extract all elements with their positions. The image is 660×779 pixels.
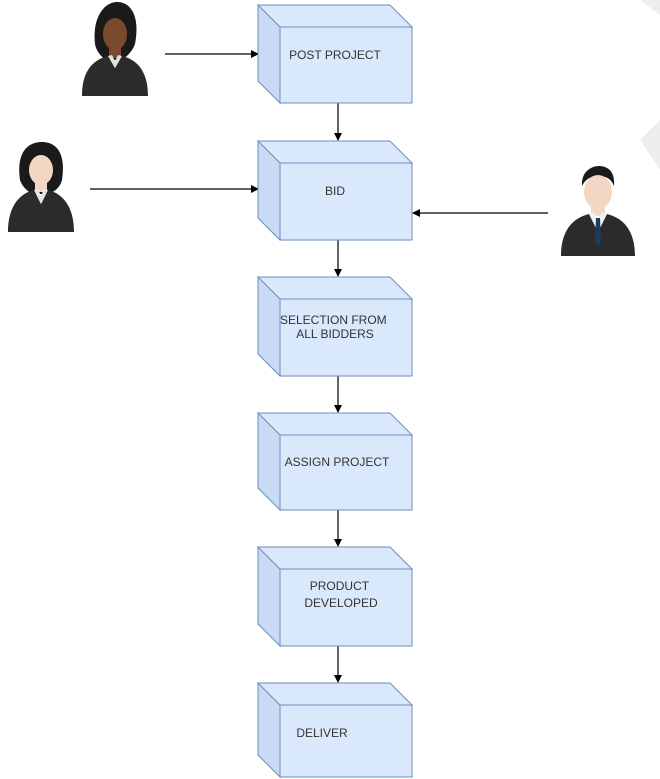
businesswoman-avatar-icon — [8, 142, 74, 232]
cube-top — [256, 412, 414, 436]
step-label: PRODUCT DEVELOPED — [304, 579, 378, 610]
cube-top — [256, 682, 414, 706]
step-assign: ASSIGN PROJECT — [256, 411, 414, 512]
step-deliver: DELIVER — [256, 681, 414, 779]
steps-layer: POST PROJECT BID SELECTION FROM ALL BIDD… — [256, 3, 414, 779]
businesswoman-avatar-icon — [82, 2, 148, 96]
cube-front — [279, 298, 413, 377]
cube-top — [256, 4, 414, 28]
cube-front — [279, 434, 413, 511]
cube-top — [256, 276, 414, 300]
cube-front — [279, 162, 413, 241]
edge-decoration — [640, 0, 660, 170]
step-label: SELECTION FROM ALL BIDDERS — [280, 313, 390, 341]
step-bid: BID — [256, 139, 414, 242]
step-product-developed: PRODUCT DEVELOPED — [256, 545, 414, 648]
cube-front — [279, 26, 413, 104]
actor-arrows — [90, 50, 548, 217]
step-label: POST PROJECT — [289, 48, 381, 62]
step-selection: SELECTION FROM ALL BIDDERS — [256, 275, 414, 378]
cube-front — [279, 704, 413, 778]
cube-top — [256, 546, 414, 570]
step-label: ASSIGN PROJECT — [285, 455, 390, 469]
businessman-avatar-icon — [561, 166, 635, 256]
cube-top — [256, 140, 414, 164]
step-post-project: POST PROJECT — [256, 3, 414, 105]
step-label: DELIVER — [296, 726, 348, 740]
step-label: BID — [325, 184, 345, 198]
cube-front — [279, 568, 413, 647]
